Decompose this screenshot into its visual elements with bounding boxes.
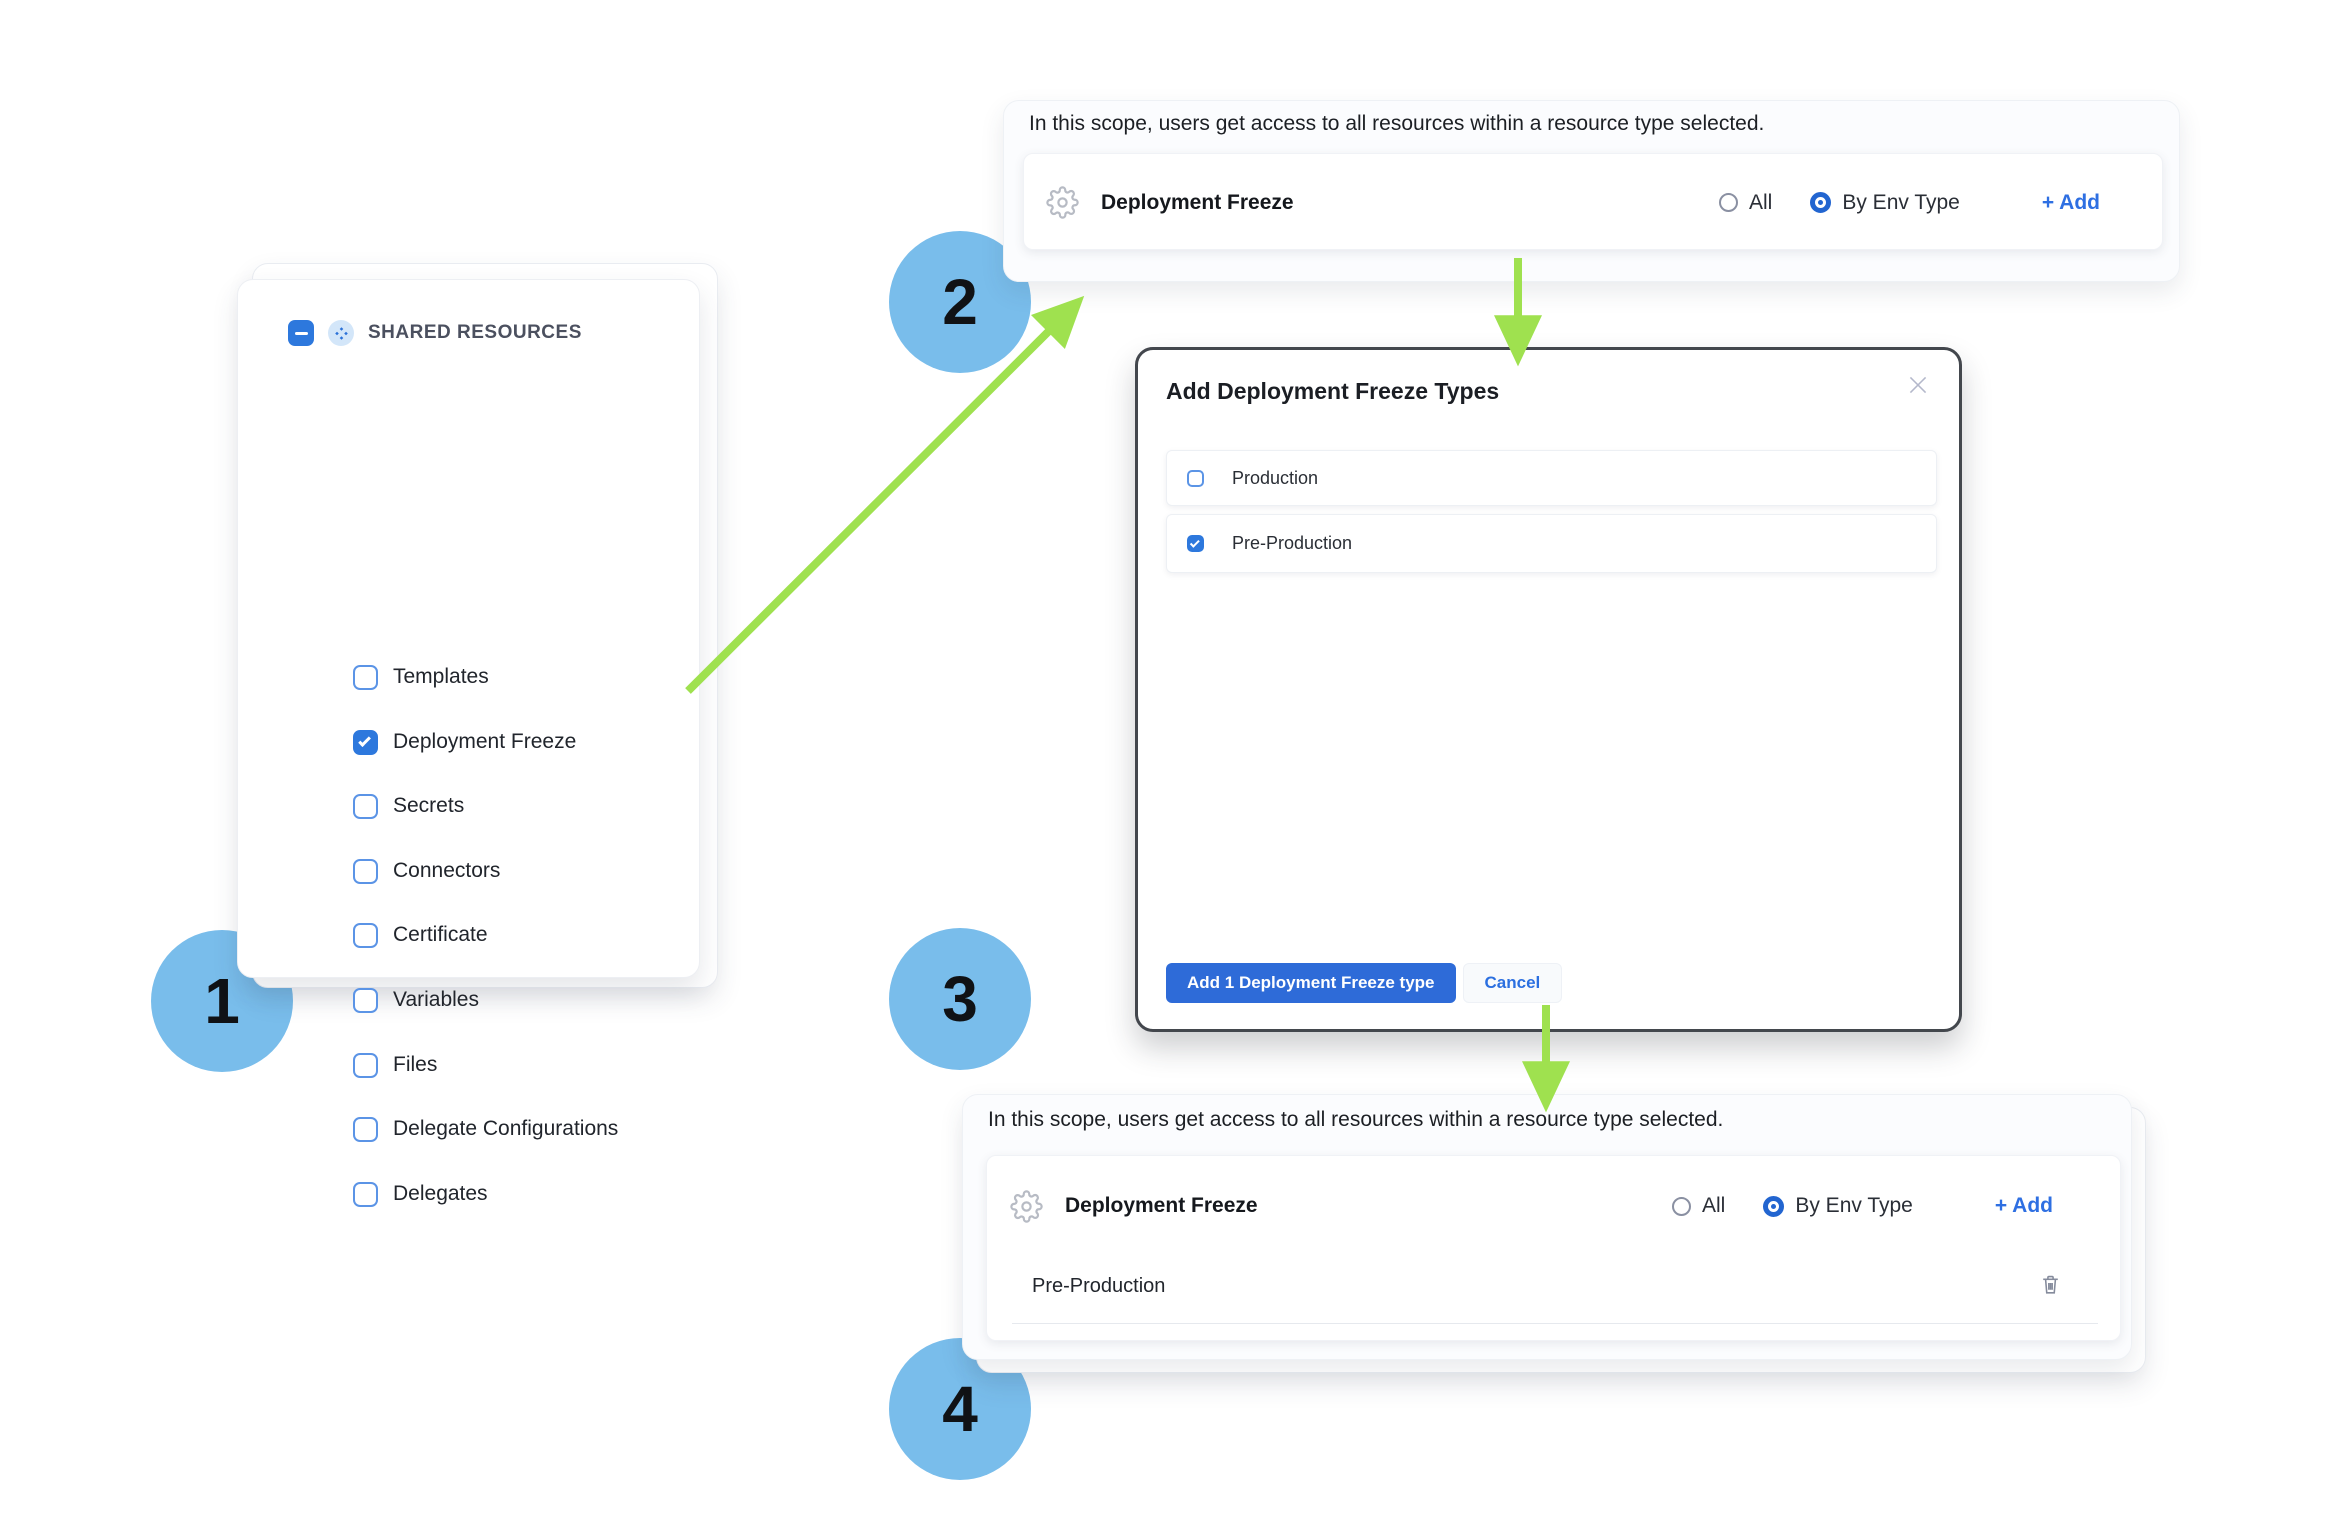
checkbox-unchecked[interactable] [353,987,378,1013]
sidebar-card: SHARED RESOURCES Templates Deployment Fr… [237,279,700,1207]
sidebar-item-label: Certificate [393,923,488,946]
resource-row-title: Deployment Freeze [1065,1194,1258,1217]
sidebar-item-label: Variables [393,988,479,1011]
checkbox-unchecked[interactable] [353,1116,378,1142]
sidebar-item-deployment-freeze[interactable]: Deployment Freeze [353,722,576,762]
sidebar-item-variables[interactable]: Variables [353,980,479,1020]
modal-row-pre-production[interactable]: Pre-Production [1166,514,1937,573]
gear-icon [1046,186,1079,219]
radio-label: By Env Type [1795,1194,1913,1217]
arrow-step1-to-step2 [685,295,1085,694]
radio-label: All [1702,1194,1726,1217]
trash-icon [2042,1275,2058,1294]
sidebar-item-delegate-configurations[interactable]: Delegate Configurations [353,1109,618,1149]
radio-dot [1771,1203,1777,1209]
check-icon [357,734,371,747]
checkbox-unchecked[interactable] [353,793,378,819]
scope-description: In this scope, users get access to all r… [988,1108,1724,1131]
checkbox-unchecked[interactable] [353,858,378,884]
radio-option-by-env-type[interactable]: By Env Type [1810,191,1960,215]
sidebar-item-templates[interactable]: Templates [353,657,489,697]
step-number: 3 [942,963,978,1035]
sidebar-item-label: Templates [393,665,489,688]
checkbox-unchecked[interactable] [353,1052,378,1078]
checkbox-unchecked[interactable] [353,922,378,948]
sidebar-item-connectors[interactable]: Connectors [353,851,500,891]
scope-panel-top: In this scope, users get access to all r… [1003,100,2180,282]
shared-resources-icon [328,320,354,346]
radio-option-all[interactable]: All [1719,191,1772,215]
step-number: 4 [942,1373,978,1445]
shared-resources-header: SHARED RESOURCES [288,320,582,346]
delete-entry-button[interactable] [2035,1269,2065,1299]
close-button[interactable] [1903,370,1933,400]
checkbox-unchecked[interactable] [353,664,378,690]
radio-unselected[interactable] [1719,193,1738,212]
radio-option-by-env-type[interactable]: By Env Type [1763,1194,1913,1218]
resource-row-card: Deployment Freeze All By Env Type + Add [1023,153,2163,250]
sidebar-item-label: Connectors [393,859,501,882]
step-number: 2 [942,266,978,338]
modal-title: Add Deployment Freeze Types [1166,378,1500,404]
modal-row-label: Production [1232,467,1319,488]
add-button[interactable]: + Add [1994,1194,2053,1217]
add-deployment-freeze-type-button[interactable]: Add 1 Deployment Freeze type [1166,963,1456,1003]
minus-icon [294,331,308,335]
checkbox-checked[interactable] [353,729,378,755]
sidebar-item-label: Secrets [393,794,465,817]
radio-label: By Env Type [1842,190,1960,214]
modal-row-label: Pre-Production [1232,533,1353,553]
step-badge-4: 4 [889,1338,1031,1480]
sidebar-item-secrets[interactable]: Secrets [353,786,464,826]
modal-row-production[interactable]: Production [1166,450,1937,506]
radio-selected[interactable] [1763,1195,1785,1217]
row-divider [1012,1323,2098,1324]
add-button[interactable]: + Add [2041,190,2100,214]
scope-description: In this scope, users get access to all r… [1029,112,1765,135]
collapse-button[interactable] [288,320,314,346]
sidebar-item-files[interactable]: Files [353,1045,437,1085]
add-deployment-freeze-types-modal: Add Deployment Freeze Types Production P… [1135,347,1962,1032]
cancel-button[interactable]: Cancel [1462,963,1563,1003]
radio-label: All [1749,190,1773,214]
sidebar-item-label: Files [393,1053,438,1076]
step-badge-3: 3 [889,928,1031,1070]
radio-selected[interactable] [1810,192,1832,213]
sidebar-item-label: Delegates [393,1182,488,1205]
radio-option-all[interactable]: All [1672,1194,1725,1218]
check-icon [1189,537,1200,548]
sidebar-item-label: Delegate Configurations [393,1117,619,1140]
gear-icon [1010,1189,1043,1223]
env-type-entry: Pre-Production [1032,1275,1166,1297]
radio-unselected[interactable] [1672,1196,1691,1216]
x-icon [1909,376,1927,394]
sidebar-item-delegates[interactable]: Delegates [353,1174,488,1214]
sidebar-item-certificate[interactable]: Certificate [353,915,488,955]
shared-resources-title: SHARED RESOURCES [368,322,582,343]
checkbox-unchecked[interactable] [1187,469,1204,487]
scope-panel-bottom: In this scope, users get access to all r… [962,1094,2132,1360]
step-number: 1 [204,965,240,1037]
resource-row-title: Deployment Freeze [1101,190,1294,214]
checkbox-checked[interactable] [1187,535,1204,552]
checkbox-unchecked[interactable] [353,1181,378,1207]
resource-row-card: Deployment Freeze All By Env Type + Add … [986,1155,2121,1341]
radio-dot [1818,200,1824,205]
sidebar-item-label: Deployment Freeze [393,730,577,753]
